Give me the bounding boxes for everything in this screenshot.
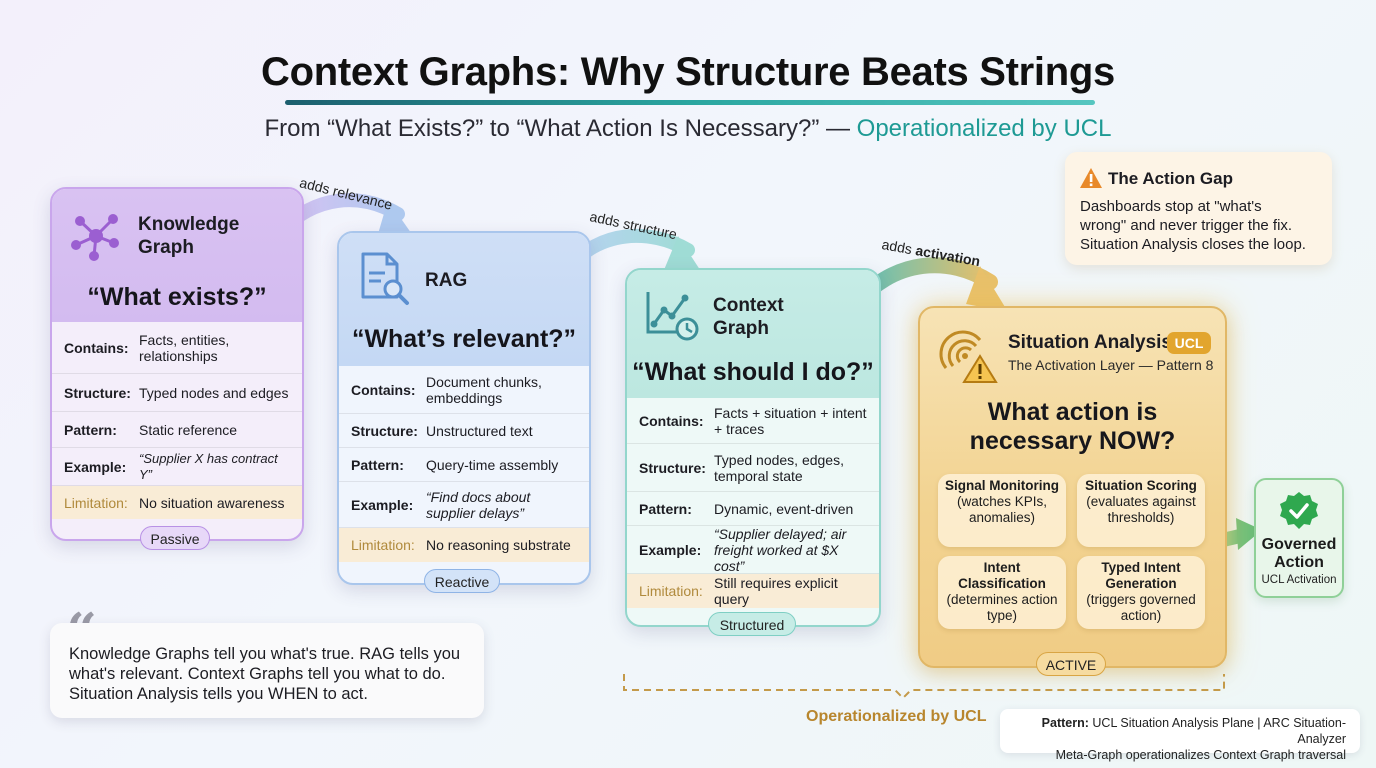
context-graph-rows: Contains:Facts + situation + intent + tr… [627, 398, 879, 608]
signal-monitoring-box: Signal Monitoring(watches KPIs, anomalie… [938, 474, 1066, 547]
quote-callout: Knowledge Graphs tell you what's true. R… [50, 623, 484, 718]
typed-intent-generation-box: Typed Intent Generation(triggers governe… [1077, 556, 1205, 629]
situation-scoring-box: Situation Scoring(evaluates against thre… [1077, 474, 1205, 547]
subtitle: From “What Exists?” to “What Action Is N… [0, 115, 1376, 143]
rag-title: RAG [425, 270, 468, 291]
ucl-tag: UCL [1167, 332, 1211, 354]
rag-header: RAG “What’s relevant?” [339, 233, 589, 366]
badge-structured: Structured [708, 612, 796, 636]
table-row: Structure:Typed nodes and edges [52, 374, 302, 412]
graph-clock-icon [646, 292, 699, 341]
subtitle-accent: Operationalized by UCL [856, 115, 1112, 142]
table-row: Pattern:Static reference [52, 412, 302, 448]
knowledge-graph-question: “What exists?” [87, 283, 267, 311]
table-row: Structure:Unstructured text [339, 414, 589, 448]
intent-classification-box: Intent Classification(determines action … [938, 556, 1066, 629]
table-row: Structure:Typed nodes, edges, temporal s… [627, 444, 879, 492]
network-graph-icon [71, 214, 119, 261]
quote-text: Knowledge Graphs tell you what's true. R… [69, 645, 461, 703]
rag-card: RAG “What’s relevant?” Contains:Document… [337, 231, 591, 585]
badge-reactive: Reactive [424, 569, 500, 593]
operationalized-bracket [623, 674, 1225, 700]
limitation-row: Limitation:No reasoning substrate [339, 528, 589, 562]
badge-passive: Passive [140, 526, 210, 550]
situation-analysis-subtitle: The Activation Layer — Pattern 8 [1008, 357, 1214, 373]
action-gap-callout: The Action Gap Dashboards stop at "what'… [1065, 152, 1332, 265]
situation-analysis-title: Situation Analysis [1008, 332, 1172, 353]
check-badge-icon [1280, 492, 1318, 529]
table-row: Contains:Facts + situation + intent + tr… [627, 398, 879, 444]
warning-icon [1080, 168, 1102, 188]
action-gap-title: The Action Gap [1108, 169, 1233, 188]
operationalized-label: Operationalized by UCL [806, 708, 987, 725]
badge-active: ACTIVE [1036, 652, 1106, 676]
table-row: Contains:Document chunks, embeddings [339, 366, 589, 414]
radar-warning-icon [939, 330, 998, 383]
subtitle-main: From “What Exists?” to “What Action Is N… [264, 115, 857, 142]
action-gap-text: Dashboards stop at "what's wrong" and ne… [1080, 198, 1306, 253]
table-row: Example:“Find docs about supplier delays… [339, 482, 589, 528]
knowledge-graph-rows: Contains:Facts, entities, relationships … [52, 322, 302, 519]
page-title: Context Graphs: Why Structure Beats Stri… [261, 50, 1115, 94]
table-row: Pattern:Query-time assembly [339, 448, 589, 482]
pattern-note: Pattern: UCL Situation Analysis Plane | … [1000, 709, 1360, 762]
table-row: Example:“Supplier delayed; air freight w… [627, 526, 879, 574]
table-row: Example:“Supplier X has contract Y” [52, 448, 302, 486]
limitation-row: Limitation:No situation awareness [52, 486, 302, 519]
table-row: Contains:Facts, entities, relationships [52, 322, 302, 374]
table-row: Pattern:Dynamic, event-driven [627, 492, 879, 526]
rag-rows: Contains:Document chunks, embeddings Str… [339, 366, 589, 562]
context-graph-question: “What should I do?” [632, 358, 874, 386]
governed-action-caption: UCL Activation [1261, 574, 1337, 586]
document-search-icon [361, 252, 409, 305]
situation-analysis-card: Situation Analysis UCL The Activation La… [918, 306, 1227, 668]
limitation-row: Limitation:Still requires explicit query [627, 574, 879, 608]
title-underline [285, 100, 1095, 105]
rag-question: “What’s relevant?” [351, 325, 577, 353]
